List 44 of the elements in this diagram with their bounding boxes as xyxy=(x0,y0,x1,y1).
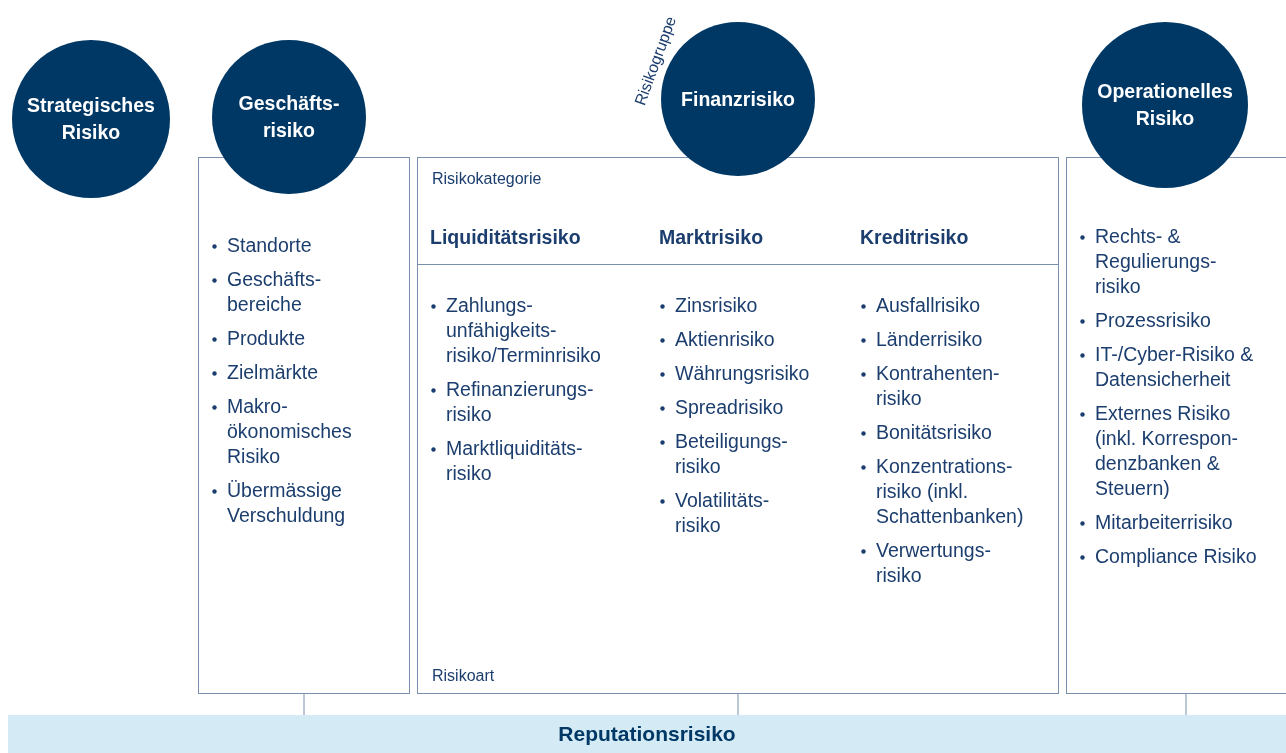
list-item: Aktienrisiko xyxy=(675,327,776,352)
list-item: Zielmärkte xyxy=(227,360,320,385)
list-item: Externes Risiko (inkl. Korrespon- denzbanken & Steuern) xyxy=(1095,401,1240,501)
list-item: Beteiligungs- risiko xyxy=(675,429,789,479)
list-item: Compliance Risiko xyxy=(1095,544,1258,569)
connector-line xyxy=(737,693,739,716)
list-item: Volatilitäts- risiko xyxy=(675,488,771,538)
list-item: Geschäfts- bereiche xyxy=(227,267,323,317)
list-item: Kontrahenten- risiko xyxy=(876,361,1001,411)
list-item: Marktliquiditäts- risiko xyxy=(446,436,584,486)
list-item: Länderrisiko xyxy=(876,327,984,352)
reputation-band xyxy=(8,715,1286,753)
list-item: Währungsrisiko xyxy=(675,361,811,386)
category-heading: Liquiditätsrisiko xyxy=(430,226,582,249)
list-item: Refinanzierungs- risiko xyxy=(446,377,595,427)
list-item: Zahlungs- unfähigkeits- risiko/Terminrisiko xyxy=(446,293,602,368)
category-heading: Marktrisiko xyxy=(659,226,765,249)
list-item: Konzentrations- risiko (inkl. Schattenbanken) xyxy=(876,454,1025,529)
section-label: Risikoart xyxy=(432,667,495,685)
list-item: Produkte xyxy=(227,326,307,351)
list-item: Ausfallrisiko xyxy=(876,293,982,318)
risk-panel xyxy=(417,157,1059,694)
list-item: Standorte xyxy=(227,233,313,258)
list-item: Verwertungs- risiko xyxy=(876,538,992,588)
circle-title: Strategisches Risiko xyxy=(26,93,156,145)
list-item: Makro- ökonomisches Risiko xyxy=(227,394,353,469)
list-item: Spreadrisiko xyxy=(675,395,785,420)
risk-panel xyxy=(1066,157,1286,694)
section-label: Risikokategorie xyxy=(432,170,542,188)
connector-line xyxy=(1185,693,1187,716)
list-item: Zinsrisiko xyxy=(675,293,759,318)
list-item: Prozessrisiko xyxy=(1095,308,1212,333)
list-item: IT-/Cyber-Risiko & Datensicherheit xyxy=(1095,342,1255,392)
circle-title: Geschäfts- risiko xyxy=(237,91,341,143)
circle-title: Operationelles Risiko xyxy=(1096,79,1234,131)
list-item: Mitarbeiterrisiko xyxy=(1095,510,1234,535)
circle-title: Finanzrisiko xyxy=(681,86,795,112)
risk-panel xyxy=(198,157,410,694)
list-item: Bonitätsrisiko xyxy=(876,420,993,445)
connector-line xyxy=(303,693,305,716)
band-title: Reputationsrisiko xyxy=(558,722,736,746)
category-heading: Kreditrisiko xyxy=(860,226,970,249)
list-item: Übermässige Verschuldung xyxy=(227,478,347,528)
list-item: Rechts- & Regulierungs- risiko xyxy=(1095,224,1218,299)
